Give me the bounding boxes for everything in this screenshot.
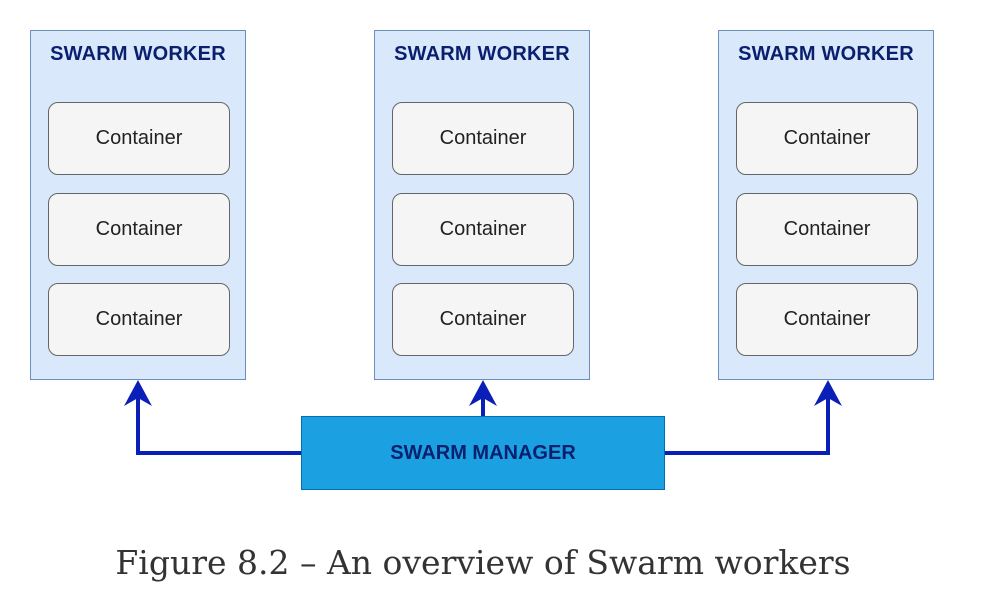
swarm-manager: SWARM MANAGER xyxy=(301,416,665,490)
container-box: Container xyxy=(392,283,574,356)
arrowhead-worker-1 xyxy=(124,380,152,406)
container-box: Container xyxy=(48,193,230,266)
figure-caption: Figure 8.2 – An overview of Swarm worker… xyxy=(115,543,851,582)
swarm-worker-2: SWARM WORKER Container Container Contain… xyxy=(374,30,590,380)
worker-title: SWARM WORKER xyxy=(394,43,570,65)
container-box: Container xyxy=(48,102,230,175)
container-box: Container xyxy=(736,193,918,266)
container-box: Container xyxy=(736,283,918,356)
container-box: Container xyxy=(48,283,230,356)
swarm-worker-1: SWARM WORKER Container Container Contain… xyxy=(30,30,246,380)
worker-title: SWARM WORKER xyxy=(50,43,226,65)
arrowhead-worker-2 xyxy=(469,380,497,406)
container-box: Container xyxy=(392,102,574,175)
container-box: Container xyxy=(736,102,918,175)
arrow-to-worker-3 xyxy=(665,392,830,455)
arrow-to-worker-1 xyxy=(136,392,301,455)
swarm-worker-3: SWARM WORKER Container Container Contain… xyxy=(718,30,934,380)
container-box: Container xyxy=(392,193,574,266)
arrowhead-worker-3 xyxy=(814,380,842,406)
worker-title: SWARM WORKER xyxy=(738,43,914,65)
